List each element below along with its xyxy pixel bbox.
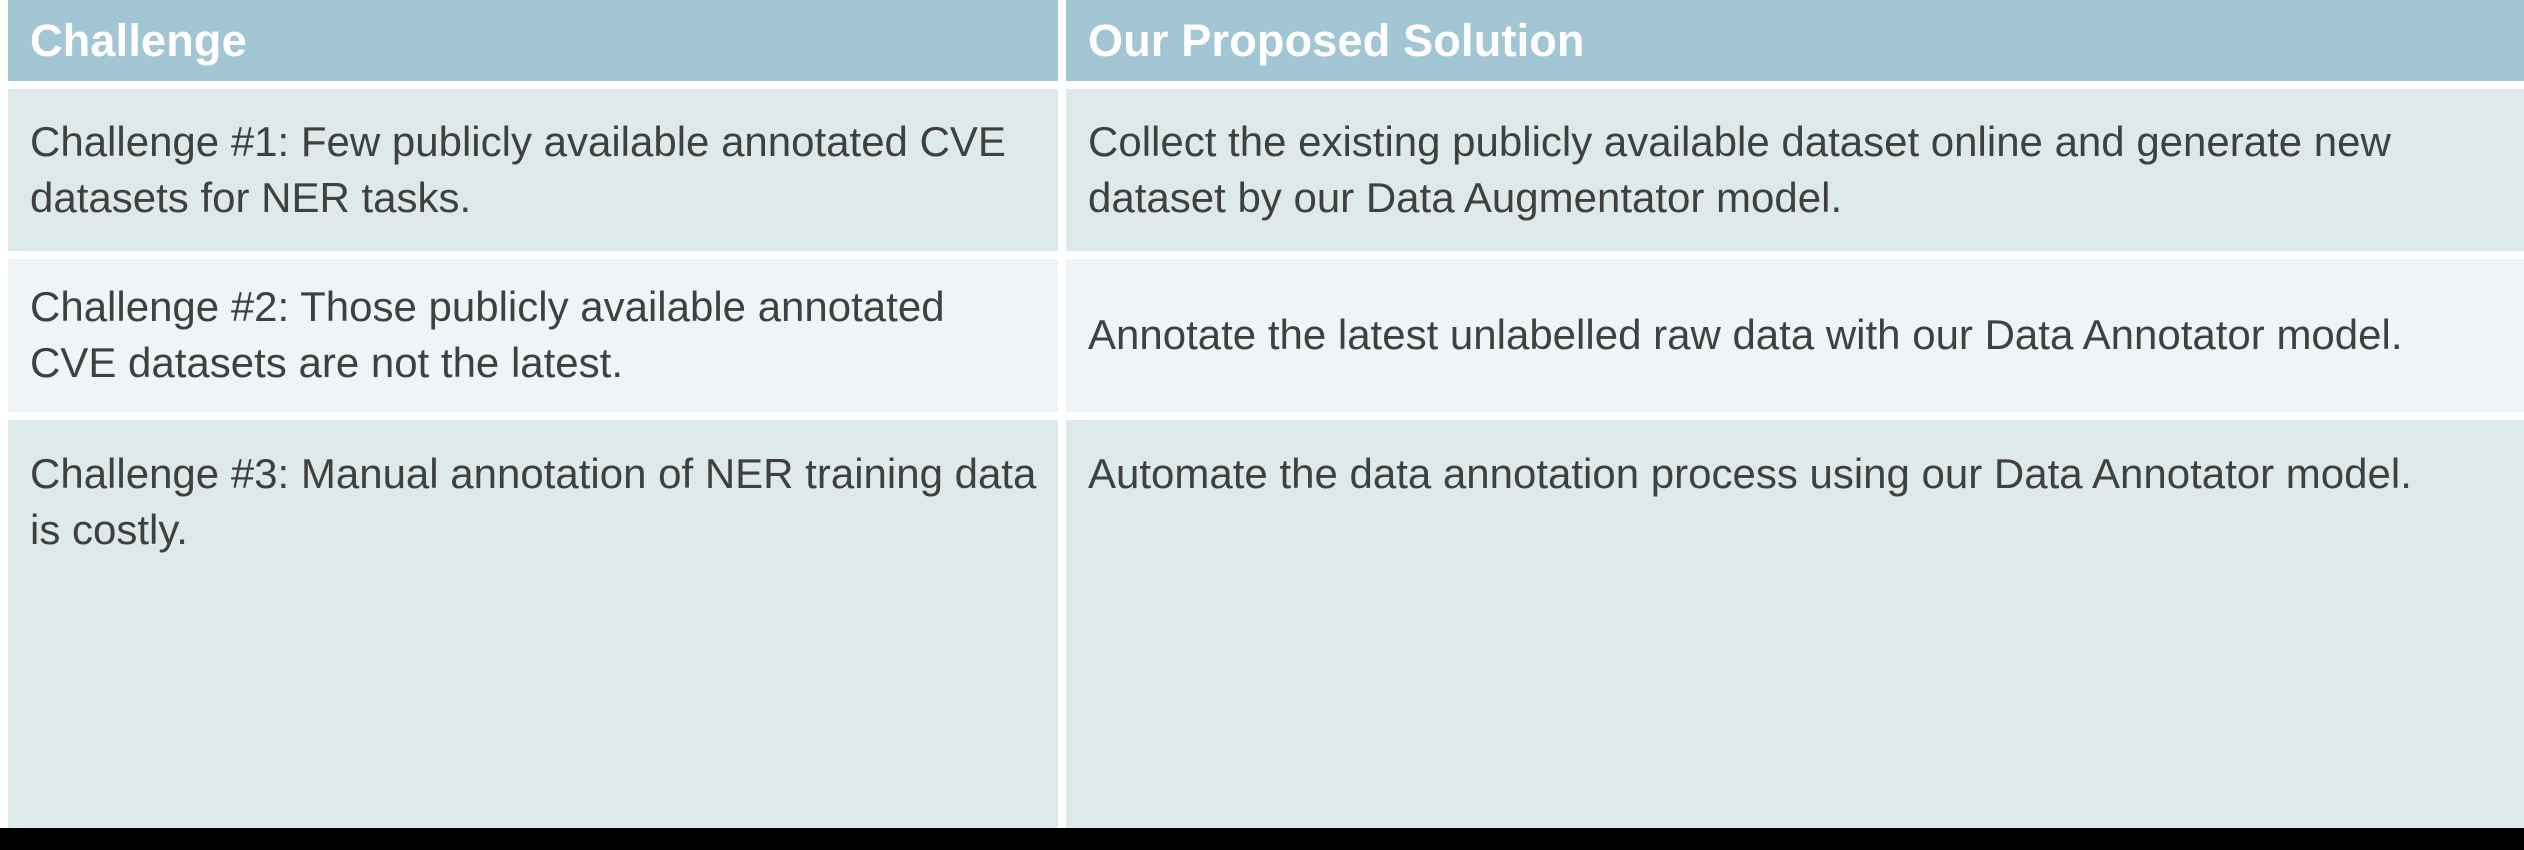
header-cell-challenge: Challenge <box>8 0 1058 82</box>
header-label-solution: Our Proposed Solution <box>1088 14 1585 66</box>
table-row: Challenge #3: Manual annotation of NER t… <box>8 420 2524 828</box>
header-label-challenge: Challenge <box>30 14 247 66</box>
bottom-black-bar <box>0 828 2524 850</box>
challenge-text-1: Challenge #1: Few publicly available ann… <box>30 118 1006 221</box>
cell-challenge-1: Challenge #1: Few publicly available ann… <box>8 89 1058 251</box>
table-row: Challenge #2: Those publicly available a… <box>8 258 2524 413</box>
solution-text-1: Collect the existing publicly available … <box>1088 118 2391 221</box>
cell-challenge-2: Challenge #2: Those publicly available a… <box>8 258 1058 413</box>
cell-solution-2: Annotate the latest unlabelled raw data … <box>1066 258 2524 413</box>
header-cell-solution: Our Proposed Solution <box>1066 0 2524 82</box>
table-header-row: Challenge Our Proposed Solution <box>8 0 2524 82</box>
cell-solution-1: Collect the existing publicly available … <box>1066 89 2524 251</box>
cell-solution-3: Automate the data annotation process usi… <box>1066 420 2524 828</box>
table-grid: Challenge Our Proposed Solution Challeng… <box>8 0 2524 828</box>
table-row: Challenge #1: Few publicly available ann… <box>8 89 2524 251</box>
solution-text-2: Annotate the latest unlabelled raw data … <box>1088 311 2403 359</box>
challenge-text-2: Challenge #2: Those publicly available a… <box>30 283 945 387</box>
cell-challenge-3: Challenge #3: Manual annotation of NER t… <box>8 420 1058 828</box>
solution-text-3: Automate the data annotation process usi… <box>1088 450 2412 498</box>
challenge-text-3: Challenge #3: Manual annotation of NER t… <box>30 450 1037 553</box>
